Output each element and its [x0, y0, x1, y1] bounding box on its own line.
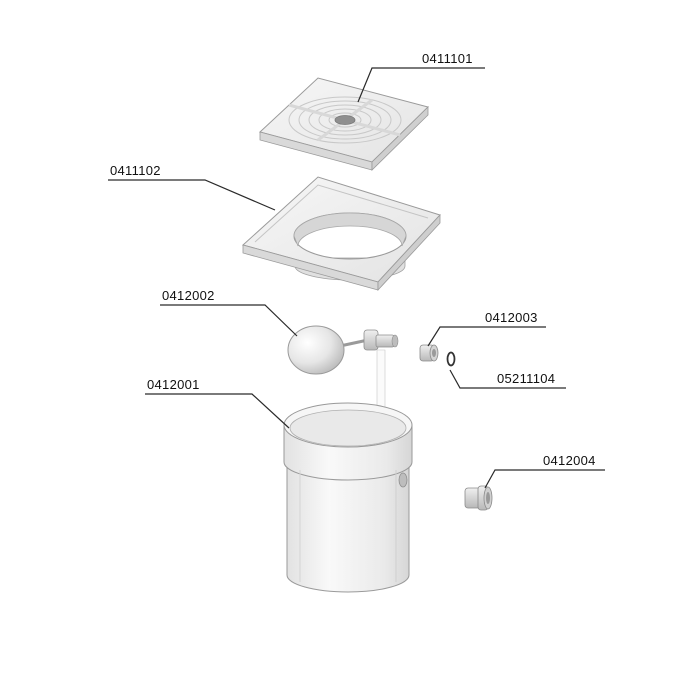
body-part — [283, 402, 413, 593]
leader-0411101 — [357, 67, 485, 103]
label-0411102: 0411102 — [110, 163, 161, 178]
frame-part — [241, 176, 441, 292]
leader-0412004 — [484, 469, 605, 489]
nut-part — [419, 344, 439, 362]
fitting-part — [464, 485, 493, 511]
leader-0412001 — [145, 393, 290, 429]
leader-0412002 — [160, 304, 298, 337]
leader-05211104 — [449, 369, 566, 389]
label-0412004: 0412004 — [543, 453, 596, 468]
leader-lines — [108, 67, 605, 489]
lid-part — [258, 77, 429, 171]
o-ring-part — [446, 351, 456, 367]
float-valve-part — [287, 325, 399, 421]
label-0412002: 0412002 — [162, 288, 215, 303]
label-0411101: 0411101 — [422, 51, 473, 66]
label-0412001: 0412001 — [147, 377, 200, 392]
label-05211104: 05211104 — [497, 371, 556, 386]
leader-0411102 — [108, 179, 276, 211]
leader-0412003 — [427, 326, 546, 347]
label-0412003: 0412003 — [485, 310, 538, 325]
